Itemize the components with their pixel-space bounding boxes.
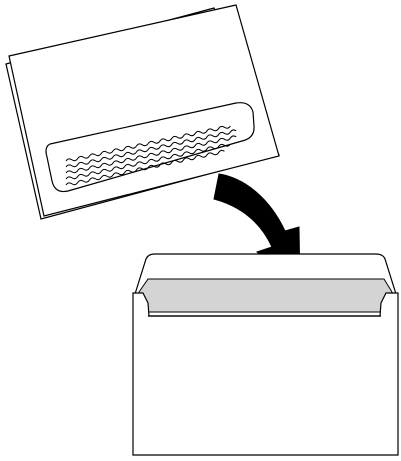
- letter-address-window: [45, 102, 255, 193]
- address-lines: [65, 125, 237, 186]
- address-line-1: [65, 125, 231, 162]
- folded-letter-icon: [5, 4, 280, 220]
- address-line-3: [65, 135, 237, 174]
- open-window-envelope-icon: [132, 253, 399, 456]
- address-line-4: [65, 143, 231, 180]
- envelope-front: [132, 292, 399, 456]
- address-line-2: [65, 129, 237, 168]
- address-line-5: [65, 149, 225, 186]
- envelope-liner: [138, 278, 393, 313]
